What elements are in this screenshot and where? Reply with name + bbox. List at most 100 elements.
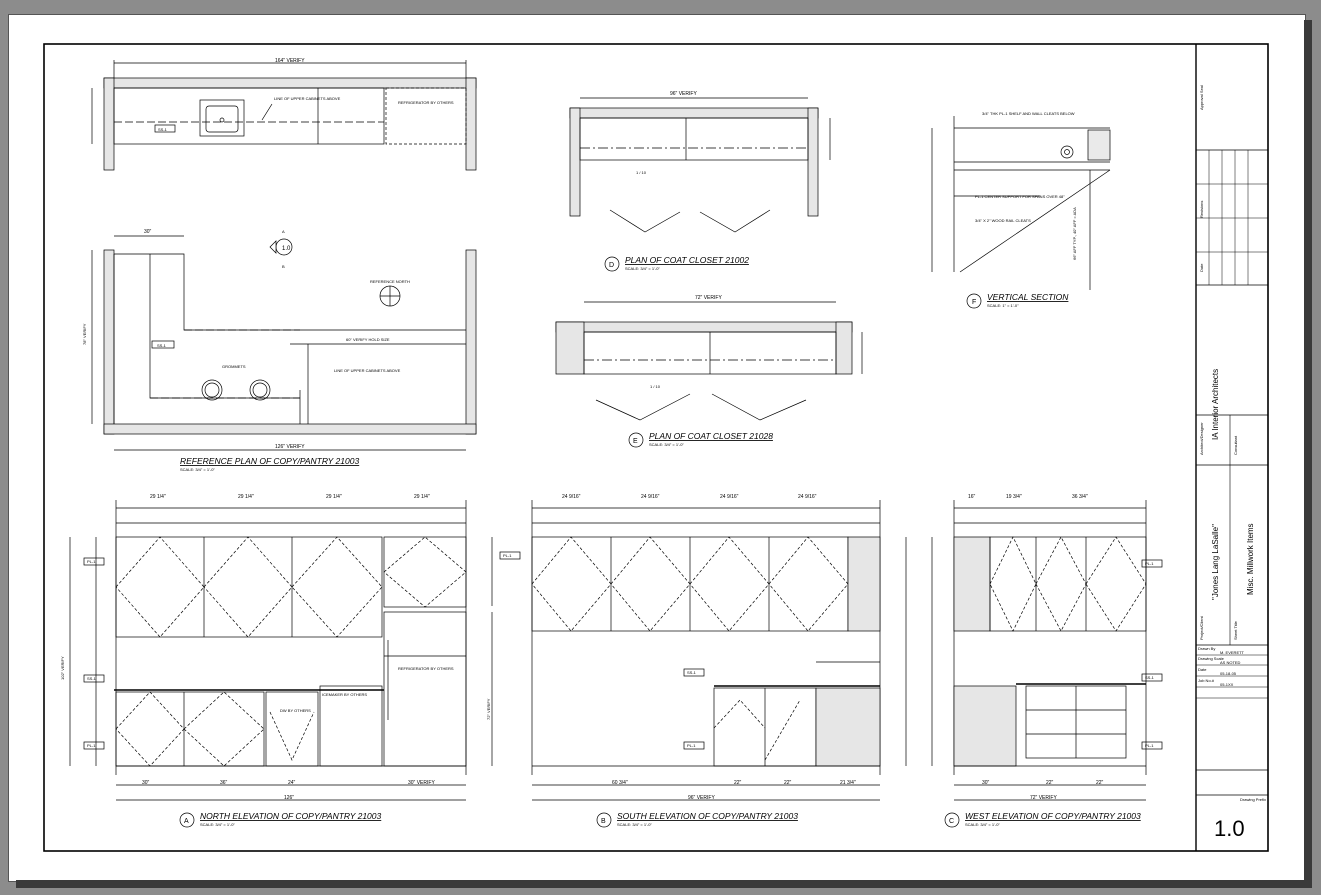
marker-d: D	[609, 262, 614, 269]
marker-c: C	[949, 818, 954, 825]
scale-plan-e: SCALE: 3/4" = 1'-0"	[649, 442, 684, 447]
note-line-upper-2: LINE OF UPPER CABINETS ABOVE	[334, 368, 401, 373]
dim-c-bot-2: 22"	[1046, 780, 1054, 786]
tag-b-pl1-lower: PL-1	[687, 743, 696, 748]
note-f-1: 3/4" THK PL-1 SHELF AND WALL CLEATS BELO…	[982, 111, 1075, 116]
plan-coat-closet-d	[569, 97, 831, 233]
scale-value: AS NOTED	[1220, 660, 1241, 665]
tag-d-1-10: 1 / 10	[636, 170, 647, 175]
dim-b-bot-3: 22"	[784, 780, 792, 786]
note-fridge-upper: REFRIGERATOR BY OTHERS	[398, 100, 454, 105]
dim-b-top-3: 24 9/16"	[720, 494, 739, 500]
dim-b-top-2: 24 9/16"	[641, 494, 660, 500]
title-plan-e: PLAN OF COAT CLOSET 21028	[649, 431, 773, 441]
dim-b-top-4: 24 9/16"	[798, 494, 817, 500]
dim-c-top-2: 19 3/4"	[1006, 494, 1022, 500]
sheet-border	[43, 43, 1269, 852]
upper-plan-strip	[91, 60, 477, 171]
note-f-4: 66" AFF TYP., 40" AFF = ADA	[1072, 207, 1077, 260]
ref-marker-number: 1.0	[282, 246, 291, 252]
dim-a-bot-4: 30" VERIFY	[408, 780, 435, 786]
elev-b-top-dims: 24 9/16" 24 9/16" 24 9/16" 24 9/16"	[562, 494, 817, 500]
elev-c-bottom-dims: 30" 22" 22"	[982, 780, 1104, 786]
sheet-shadow-bottom	[16, 880, 1312, 888]
note-hold-size: 60" VERIFY HOLD SIZE	[346, 337, 390, 342]
elev-a-top-dims: 29 1/4" 29 1/4" 29 1/4" 29 1/4"	[150, 494, 430, 500]
title-elev-c: WEST ELEVATION OF COPY/PANTRY 21003	[965, 811, 1141, 821]
marker-a: A	[184, 818, 189, 825]
dim-e-verify: 72" VERIFY	[695, 295, 722, 301]
dim-a-overall: 126"	[284, 795, 294, 801]
title-plan-d: PLAN OF COAT CLOSET 21002	[625, 255, 749, 265]
dim-b-bot-4: 21 3/4"	[840, 780, 856, 786]
drawn-by-label: Drawn By	[1198, 646, 1215, 651]
marker-f: F	[972, 299, 976, 306]
title-elev-a: NORTH ELEVATION OF COPY/PANTRY 21003	[200, 811, 382, 821]
marker-b: B	[601, 818, 606, 825]
architect-label: Architect/Designer	[1199, 422, 1204, 455]
dim-a-top-4: 29 1/4"	[414, 494, 430, 500]
tag-e-1-10: 1 / 10	[650, 384, 661, 389]
dim-a-verify-h: 102" VERIFY	[60, 656, 65, 680]
scale-elev-c: SCALE: 3/4" = 1'-0"	[965, 822, 1000, 827]
sheet-number-label: Drawing Prefix	[1240, 797, 1266, 802]
dim-b-bot-1: 60 3/4"	[612, 780, 628, 786]
scale-reference-plan: SCALE: 3/4" = 1'-0"	[180, 467, 215, 472]
elev-a-bottom-dims: 30" 36" 24" 30" VERIFY	[142, 780, 435, 786]
title-reference-plan: REFERENCE PLAN OF COPY/PANTRY 21003	[180, 456, 359, 466]
project-name: "Jones Lang LaSalle"	[1211, 524, 1220, 600]
dim-a-top-1: 29 1/4"	[150, 494, 166, 500]
tag-a-pl1-upper: PL-1	[87, 559, 96, 564]
project-label: Project/Client	[1199, 615, 1204, 640]
dim-b-overall: 96" VERIFY	[688, 795, 715, 801]
dim-bottom-verify: 126" VERIFY	[275, 444, 305, 450]
tag-a-ss1: SS-1	[87, 676, 97, 681]
note-icemaker: ICEMAKER BY OTHERS	[322, 692, 367, 697]
scale-plan-d: SCALE: 3/4" = 1'-0"	[625, 266, 660, 271]
note-fridge-elev: REFRIGERATOR BY OTHERS	[398, 666, 454, 671]
dim-west-verify: 78" VERIFY	[82, 323, 87, 345]
dim-c-top-3: 36 3/4"	[1072, 494, 1088, 500]
dim-b-top-1: 24 9/16"	[562, 494, 581, 500]
marker-d-circle	[604, 256, 620, 272]
date-field-label: Date	[1198, 667, 1207, 672]
dim-a-fridge-h: 72" VERIFY	[486, 698, 491, 720]
tag-c-ss1: SS-1	[1145, 675, 1155, 680]
elev-c-top-dims: 16" 19 3/4" 36 3/4"	[968, 494, 1088, 500]
marker-c-circle	[944, 812, 960, 828]
architect-name: IA Interior Architects	[1211, 369, 1220, 440]
note-f-2: PL-1 CENTER SUPPORT FOR SPANS OVER 48"	[975, 194, 1065, 199]
dim-b-bot-2: 22"	[734, 780, 742, 786]
date-column-label: Date	[1199, 263, 1204, 272]
note-line-upper: LINE OF UPPER CABINETS ABOVE	[274, 96, 341, 101]
marker-a-circle	[179, 812, 195, 828]
consultant-label: Consultant	[1233, 435, 1238, 455]
date-value: 05-18-05	[1220, 671, 1237, 676]
sheet-title-label: Sheet Title	[1233, 620, 1238, 640]
dim-a-top-2: 29 1/4"	[238, 494, 254, 500]
elevation-north-a	[69, 500, 493, 801]
scale-elev-a: SCALE: 3/4" = 1'-0"	[200, 822, 235, 827]
dim-c-bot-1: 30"	[982, 780, 990, 786]
drawn-by-value: M. EVERETT	[1220, 650, 1245, 655]
elevation-south-b	[499, 500, 907, 801]
dim-c-overall: 72" VERIFY	[1030, 795, 1057, 801]
marker-e: E	[633, 438, 638, 445]
title-block	[1195, 44, 1268, 851]
scale-elev-b: SCALE: 3/4" = 1'-0"	[617, 822, 652, 827]
tag-b-pl1-upper: PL-1	[503, 553, 512, 558]
tag-a-pl1-lower: PL-1	[87, 743, 96, 748]
dim-a-bot-3: 24"	[288, 780, 296, 786]
dim-a-bot-2: 36"	[220, 780, 228, 786]
ref-marker-b: B	[282, 264, 285, 269]
tag-ss1-plan: SS-1	[157, 343, 167, 348]
dim-top-verify: 164" VERIFY	[275, 58, 305, 64]
note-dishwasher: DW BY OTHERS	[280, 708, 311, 713]
note-grommets: GROMMETS	[222, 364, 246, 369]
tag-ss1-upper: SS-1	[158, 127, 168, 132]
approval-seal-label: Approval Seal	[1199, 85, 1204, 110]
revisions-label: Revisions	[1199, 201, 1204, 218]
dim-30: 30"	[144, 229, 152, 235]
marker-b-circle	[596, 812, 612, 828]
